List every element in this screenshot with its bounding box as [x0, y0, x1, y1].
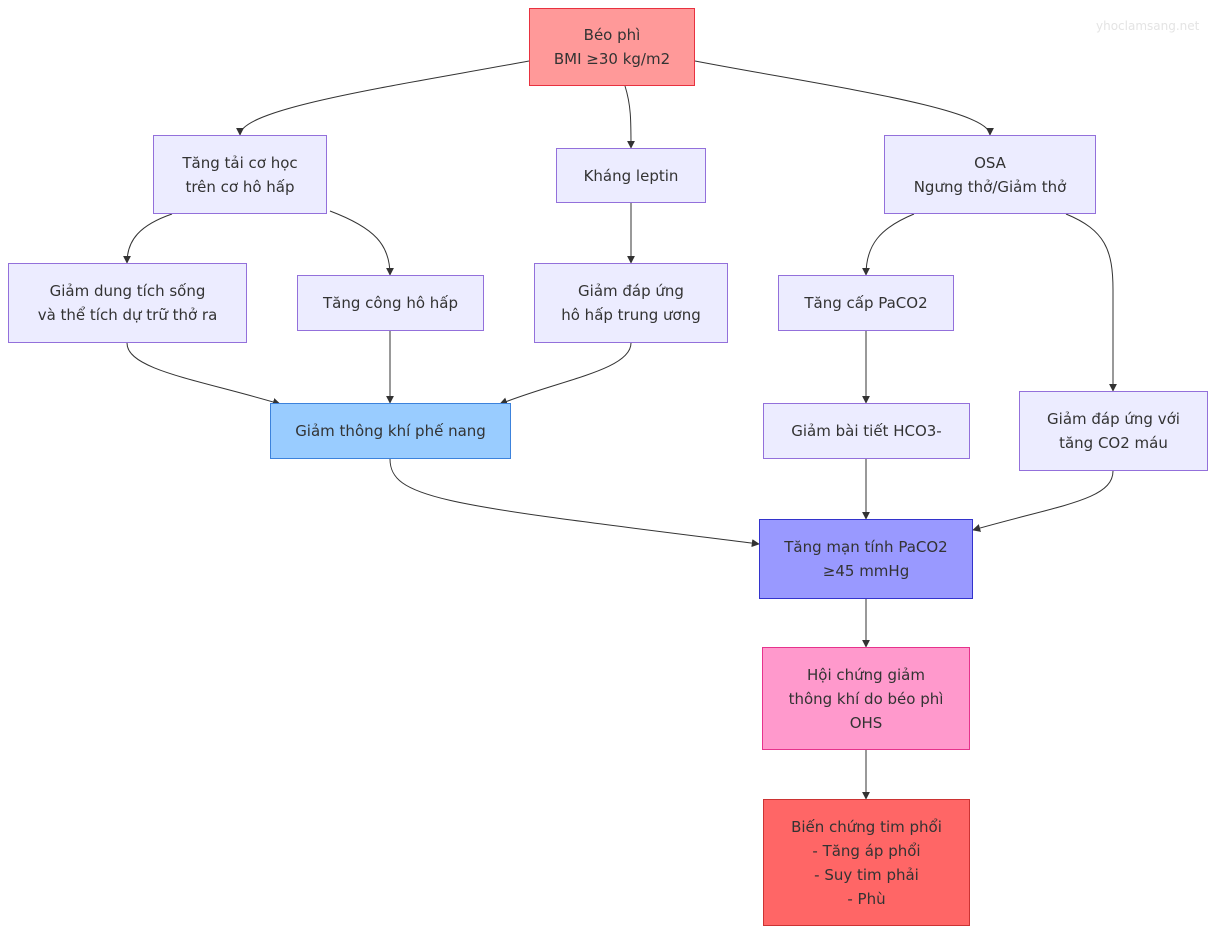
edge-alveolar-chronic-paco2: [389, 458, 760, 548]
node-alveolar-hypoventilation: Giảm thông khí phế nang: [270, 403, 511, 459]
node-leptin-resistance-label: Kháng leptin: [583, 166, 679, 185]
node-acute-paco2-label: Tăng cấp PaCO2: [804, 294, 928, 312]
node-cardiopulmonary-complications: Biến chứng tim phổi- Tăng áp phổi- Suy t…: [763, 799, 970, 926]
node-hco3-excretion-label: Giảm bài tiết HCO3-: [791, 422, 942, 440]
node-cardiopulmonary-complications-label: Biến chứng tim phổi- Tăng áp phổi- Suy t…: [791, 817, 942, 908]
node-work-of-breathing: Tăng công hô hấp: [297, 275, 484, 331]
watermark-text: yhoclamsang.net: [1096, 19, 1200, 33]
node-chronic-paco2-label: Tăng mạn tính PaCO2≥45 mmHg: [784, 538, 948, 580]
node-work-of-breathing-label: Tăng công hô hấp: [322, 294, 459, 312]
edge-mech-load-work-breathing: [329, 210, 394, 276]
node-acute-paco2: Tăng cấp PaCO2: [778, 275, 954, 331]
node-leptin-resistance: Kháng leptin: [556, 148, 706, 203]
edge-osa-acute-paco2: [862, 213, 915, 276]
edge-mech-load-lung-volume: [123, 213, 173, 264]
edge-central-drive-alveolar: [499, 342, 632, 406]
edge-obesity-leptin: [624, 85, 635, 149]
edge-lung-volume-alveolar: [126, 342, 281, 406]
node-hco3-excretion: Giảm bài tiết HCO3-: [763, 403, 970, 459]
edge-osa-co2-response: [1065, 213, 1117, 392]
edge-co2-response-chronic-paco2: [972, 470, 1114, 532]
node-alveolar-hypoventilation-label: Giảm thông khí phế nang: [295, 422, 486, 440]
node-chronic-paco2: Tăng mạn tính PaCO2≥45 mmHg: [759, 519, 973, 599]
edge-obesity-mech-load: [236, 60, 530, 136]
edge-obesity-osa: [694, 60, 994, 136]
